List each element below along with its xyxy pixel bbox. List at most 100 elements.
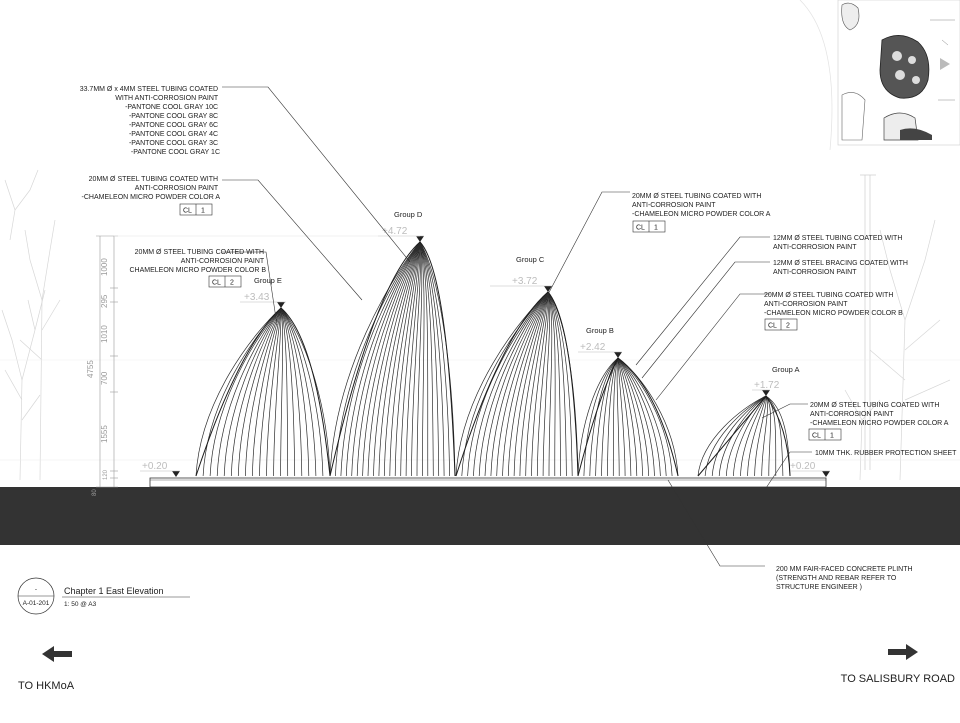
svg-text:CL: CL	[183, 208, 192, 215]
steel-tube	[484, 291, 549, 477]
steel-tube	[617, 357, 649, 477]
level-label-e: +3.43	[244, 292, 270, 303]
arrow-right-icon	[888, 644, 918, 660]
steel-tube	[473, 291, 549, 477]
note-concrete-plinth: 200 MM FAIR-FACED CONCRETE PLINTH (STREN…	[776, 566, 914, 591]
concrete-plinth	[149, 477, 827, 488]
svg-text:CL: CL	[212, 280, 221, 287]
steel-tube	[617, 357, 673, 477]
section-symbol-number: -	[35, 586, 37, 593]
level-marker-b	[614, 352, 622, 358]
ground-section	[0, 487, 960, 545]
steel-tube	[416, 241, 423, 477]
steel-tube	[765, 395, 784, 477]
sculpture-groups	[195, 241, 791, 477]
svg-text:1: 1	[654, 225, 658, 232]
steel-tube	[519, 291, 549, 477]
tag-cl-1-left: CL 1	[179, 203, 213, 216]
steel-tube	[373, 241, 421, 477]
steel-tube	[531, 291, 549, 477]
background-tree-right	[799, 0, 951, 481]
level-label-left: +0.20	[142, 461, 168, 472]
steel-tube	[733, 395, 767, 477]
level-label-d: +4.72	[382, 226, 408, 237]
key-plan-inset	[837, 0, 960, 146]
note-tubing-color-b-right: 20MM Ø STEEL TUBING COATED WITH ANTI-COR…	[764, 292, 903, 317]
steel-tube	[711, 395, 767, 477]
group-label-e: Group E	[254, 276, 282, 285]
level-marker-e	[277, 302, 285, 308]
steel-tube	[195, 307, 282, 477]
group-label-c: Group C	[516, 255, 545, 264]
dimension-overall: 4755	[86, 360, 95, 378]
steel-tube	[765, 395, 771, 477]
steel-tube	[547, 291, 556, 477]
steel-tube	[223, 307, 282, 477]
steel-tube	[252, 307, 282, 477]
steel-tube	[617, 357, 661, 477]
steel-tube	[496, 291, 549, 477]
steel-tube	[280, 307, 284, 477]
direction-left-label: TO HKMoA	[18, 680, 75, 692]
steel-tube	[617, 357, 638, 477]
steel-tube	[280, 307, 289, 477]
steel-tube	[583, 357, 619, 477]
level-label-right: +0.20	[790, 461, 816, 472]
steel-tube	[461, 291, 549, 477]
svg-text:CL: CL	[636, 225, 645, 232]
note-gray-tubing: 33.7MM Ø x 4MM STEEL TUBING COATED WITH …	[80, 86, 220, 156]
level-markers	[172, 236, 830, 477]
steel-tube	[617, 357, 655, 477]
note-rubber-sheet: 10MM THK. RUBBER PROTECTION SHEET	[815, 450, 957, 457]
level-marker-d	[416, 236, 424, 242]
steel-tube	[394, 241, 421, 477]
level-label-a: +1.72	[754, 380, 780, 391]
steel-tube	[547, 291, 561, 477]
steel-tube	[616, 357, 620, 477]
steel-tube	[378, 241, 421, 477]
background-tree-left	[1, 169, 61, 481]
steel-tube	[542, 291, 551, 477]
group-label-b: Group B	[586, 326, 614, 335]
leader-lines	[222, 86, 812, 567]
steel-tube	[761, 395, 768, 477]
steel-tube	[329, 241, 421, 477]
svg-text:1: 1	[830, 433, 834, 440]
sculpture-group-e	[195, 307, 331, 477]
steel-tube	[280, 307, 296, 477]
steel-tube	[525, 291, 549, 477]
arrow-left-icon	[42, 646, 72, 662]
steel-tube	[419, 241, 429, 477]
steel-tube	[502, 291, 549, 477]
steel-tube	[607, 357, 619, 477]
section-symbol-ref: A-01-201	[23, 600, 50, 607]
steel-tube	[617, 357, 626, 477]
svg-text:2: 2	[230, 280, 234, 287]
dimension-2: 295	[100, 294, 109, 308]
steel-tube	[419, 241, 434, 477]
sculpture-group-d	[329, 241, 456, 477]
steel-tube-outline	[697, 395, 791, 477]
steel-tube	[209, 307, 282, 477]
steel-tube	[577, 357, 619, 477]
note-tubing-color-a-left: 20MM Ø STEEL TUBING COATED WITH ANTI-COR…	[82, 176, 221, 201]
steel-tube	[280, 307, 324, 477]
level-marker-right	[822, 471, 830, 477]
steel-tube	[617, 357, 667, 477]
steel-tube	[612, 357, 619, 477]
note-12mm-bracing: 12MM Ø STEEL BRACING COATED WITH ANTI-CO…	[773, 260, 910, 276]
svg-text:CL: CL	[812, 433, 821, 440]
group-label-d: Group D	[394, 210, 423, 219]
direction-right-label: TO SALISBURY ROAD	[841, 673, 955, 685]
drawing-title: Chapter 1 East Elevation	[64, 586, 164, 596]
tag-cl-2-right: CL 2	[764, 318, 798, 331]
steel-tube	[478, 291, 549, 477]
level-marker-a	[762, 390, 770, 396]
tag-cl-1-right: CL 1	[808, 428, 842, 441]
steel-tube	[490, 291, 549, 477]
level-label-c: +3.72	[512, 276, 538, 287]
steel-tube	[280, 307, 303, 477]
steel-tube	[740, 395, 767, 477]
steel-tube	[383, 241, 421, 477]
